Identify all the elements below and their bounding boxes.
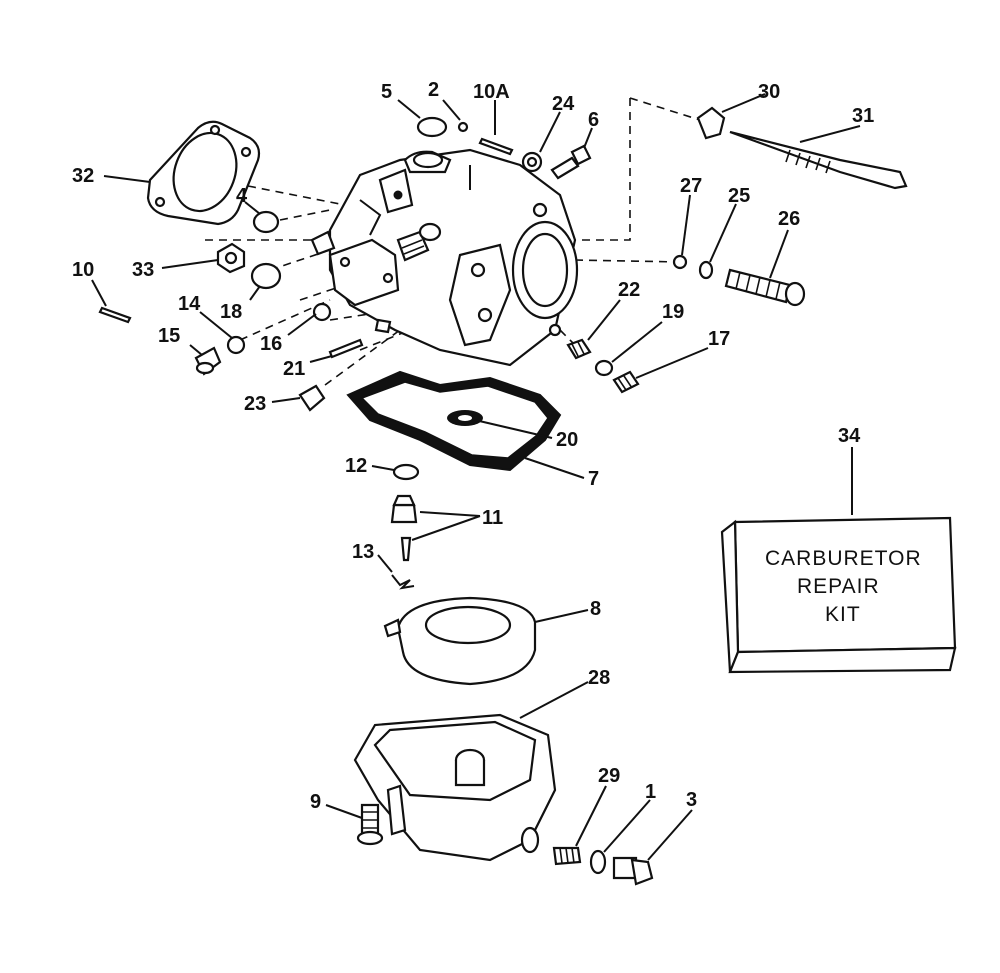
part-17-spring bbox=[612, 370, 640, 394]
part-7-gasket bbox=[346, 370, 562, 472]
callout-27: 27 bbox=[680, 175, 702, 197]
carburetor-body bbox=[310, 148, 579, 367]
flange-gasket bbox=[146, 120, 261, 226]
part-8-float bbox=[383, 596, 537, 686]
callout-10a: 10A bbox=[473, 81, 510, 103]
part-6-screw bbox=[550, 144, 592, 180]
callout-12: 12 bbox=[345, 455, 367, 477]
callout-15: 15 bbox=[158, 325, 180, 347]
callout-32: 32 bbox=[72, 165, 94, 187]
part-3-plug bbox=[612, 856, 654, 886]
part-13-clip bbox=[391, 574, 415, 590]
part-24-hole bbox=[526, 156, 538, 168]
part-4-plug bbox=[252, 210, 280, 234]
callout-10: 10 bbox=[72, 259, 94, 281]
part-27-ball bbox=[672, 254, 688, 270]
callout-28: 28 bbox=[588, 667, 610, 689]
part-15-screw bbox=[194, 346, 222, 376]
callout-9: 9 bbox=[310, 791, 321, 813]
part-5-plug bbox=[416, 116, 448, 138]
repair-kit-box bbox=[720, 516, 957, 674]
callout-19: 19 bbox=[662, 301, 684, 323]
callout-5: 5 bbox=[381, 81, 392, 103]
part-28-float-bowl bbox=[353, 713, 557, 862]
part-26-screw bbox=[724, 268, 806, 307]
part-12-washer bbox=[392, 463, 420, 481]
callout-17: 17 bbox=[708, 328, 730, 350]
part-1-washer bbox=[589, 849, 607, 875]
part-22-spring bbox=[566, 338, 592, 360]
part-25-ring bbox=[698, 260, 714, 280]
kit-label-line1: CARBURETOR bbox=[765, 547, 922, 570]
part-14-washer bbox=[226, 335, 246, 355]
callout-33: 33 bbox=[132, 259, 154, 281]
callout-1: 1 bbox=[645, 781, 656, 803]
part-11-needle-seat bbox=[390, 494, 418, 562]
part-2-ball bbox=[457, 121, 469, 133]
callout-3: 3 bbox=[686, 789, 697, 811]
part-19-ring bbox=[594, 359, 614, 377]
part-23-plug bbox=[298, 384, 326, 412]
callout-24: 24 bbox=[552, 93, 575, 115]
callout-30: 30 bbox=[758, 81, 780, 103]
part-21-pin bbox=[328, 338, 364, 359]
part-30-nut bbox=[696, 106, 726, 140]
callout-23: 23 bbox=[244, 393, 266, 415]
callout-20: 20 bbox=[556, 429, 578, 451]
callout-29: 29 bbox=[598, 765, 620, 787]
callout-7: 7 bbox=[588, 468, 599, 490]
part-33-nut bbox=[216, 242, 246, 274]
callout-8: 8 bbox=[590, 598, 601, 620]
callout-13: 13 bbox=[352, 541, 374, 563]
part-10-pin bbox=[98, 306, 132, 324]
callout-6: 6 bbox=[588, 109, 599, 131]
callout-labels: 5 2 10A 24 6 30 31 32 4 27 25 26 10 33 1… bbox=[72, 79, 874, 813]
callout-21: 21 bbox=[283, 358, 305, 380]
callout-14: 14 bbox=[178, 293, 201, 315]
callout-22: 22 bbox=[618, 279, 640, 301]
callout-2: 2 bbox=[428, 79, 439, 101]
part-18-bushing bbox=[250, 262, 282, 290]
part-10a-pin bbox=[478, 137, 514, 156]
callout-25: 25 bbox=[728, 185, 750, 207]
callout-34: 34 bbox=[838, 425, 861, 447]
part-29-spring bbox=[552, 846, 582, 866]
callout-18: 18 bbox=[220, 301, 242, 323]
callout-26: 26 bbox=[778, 208, 800, 230]
kit-label-line3: KIT bbox=[825, 603, 861, 626]
kit-label-line2: REPAIR bbox=[797, 575, 880, 598]
part-9-screw bbox=[356, 803, 384, 846]
callout-4: 4 bbox=[236, 185, 248, 207]
part-31-needle bbox=[729, 130, 908, 190]
callout-31: 31 bbox=[852, 105, 874, 127]
part-16-washer bbox=[312, 302, 332, 322]
leader-lines bbox=[91, 93, 861, 861]
callout-16: 16 bbox=[260, 333, 282, 355]
callout-11: 11 bbox=[482, 507, 503, 529]
